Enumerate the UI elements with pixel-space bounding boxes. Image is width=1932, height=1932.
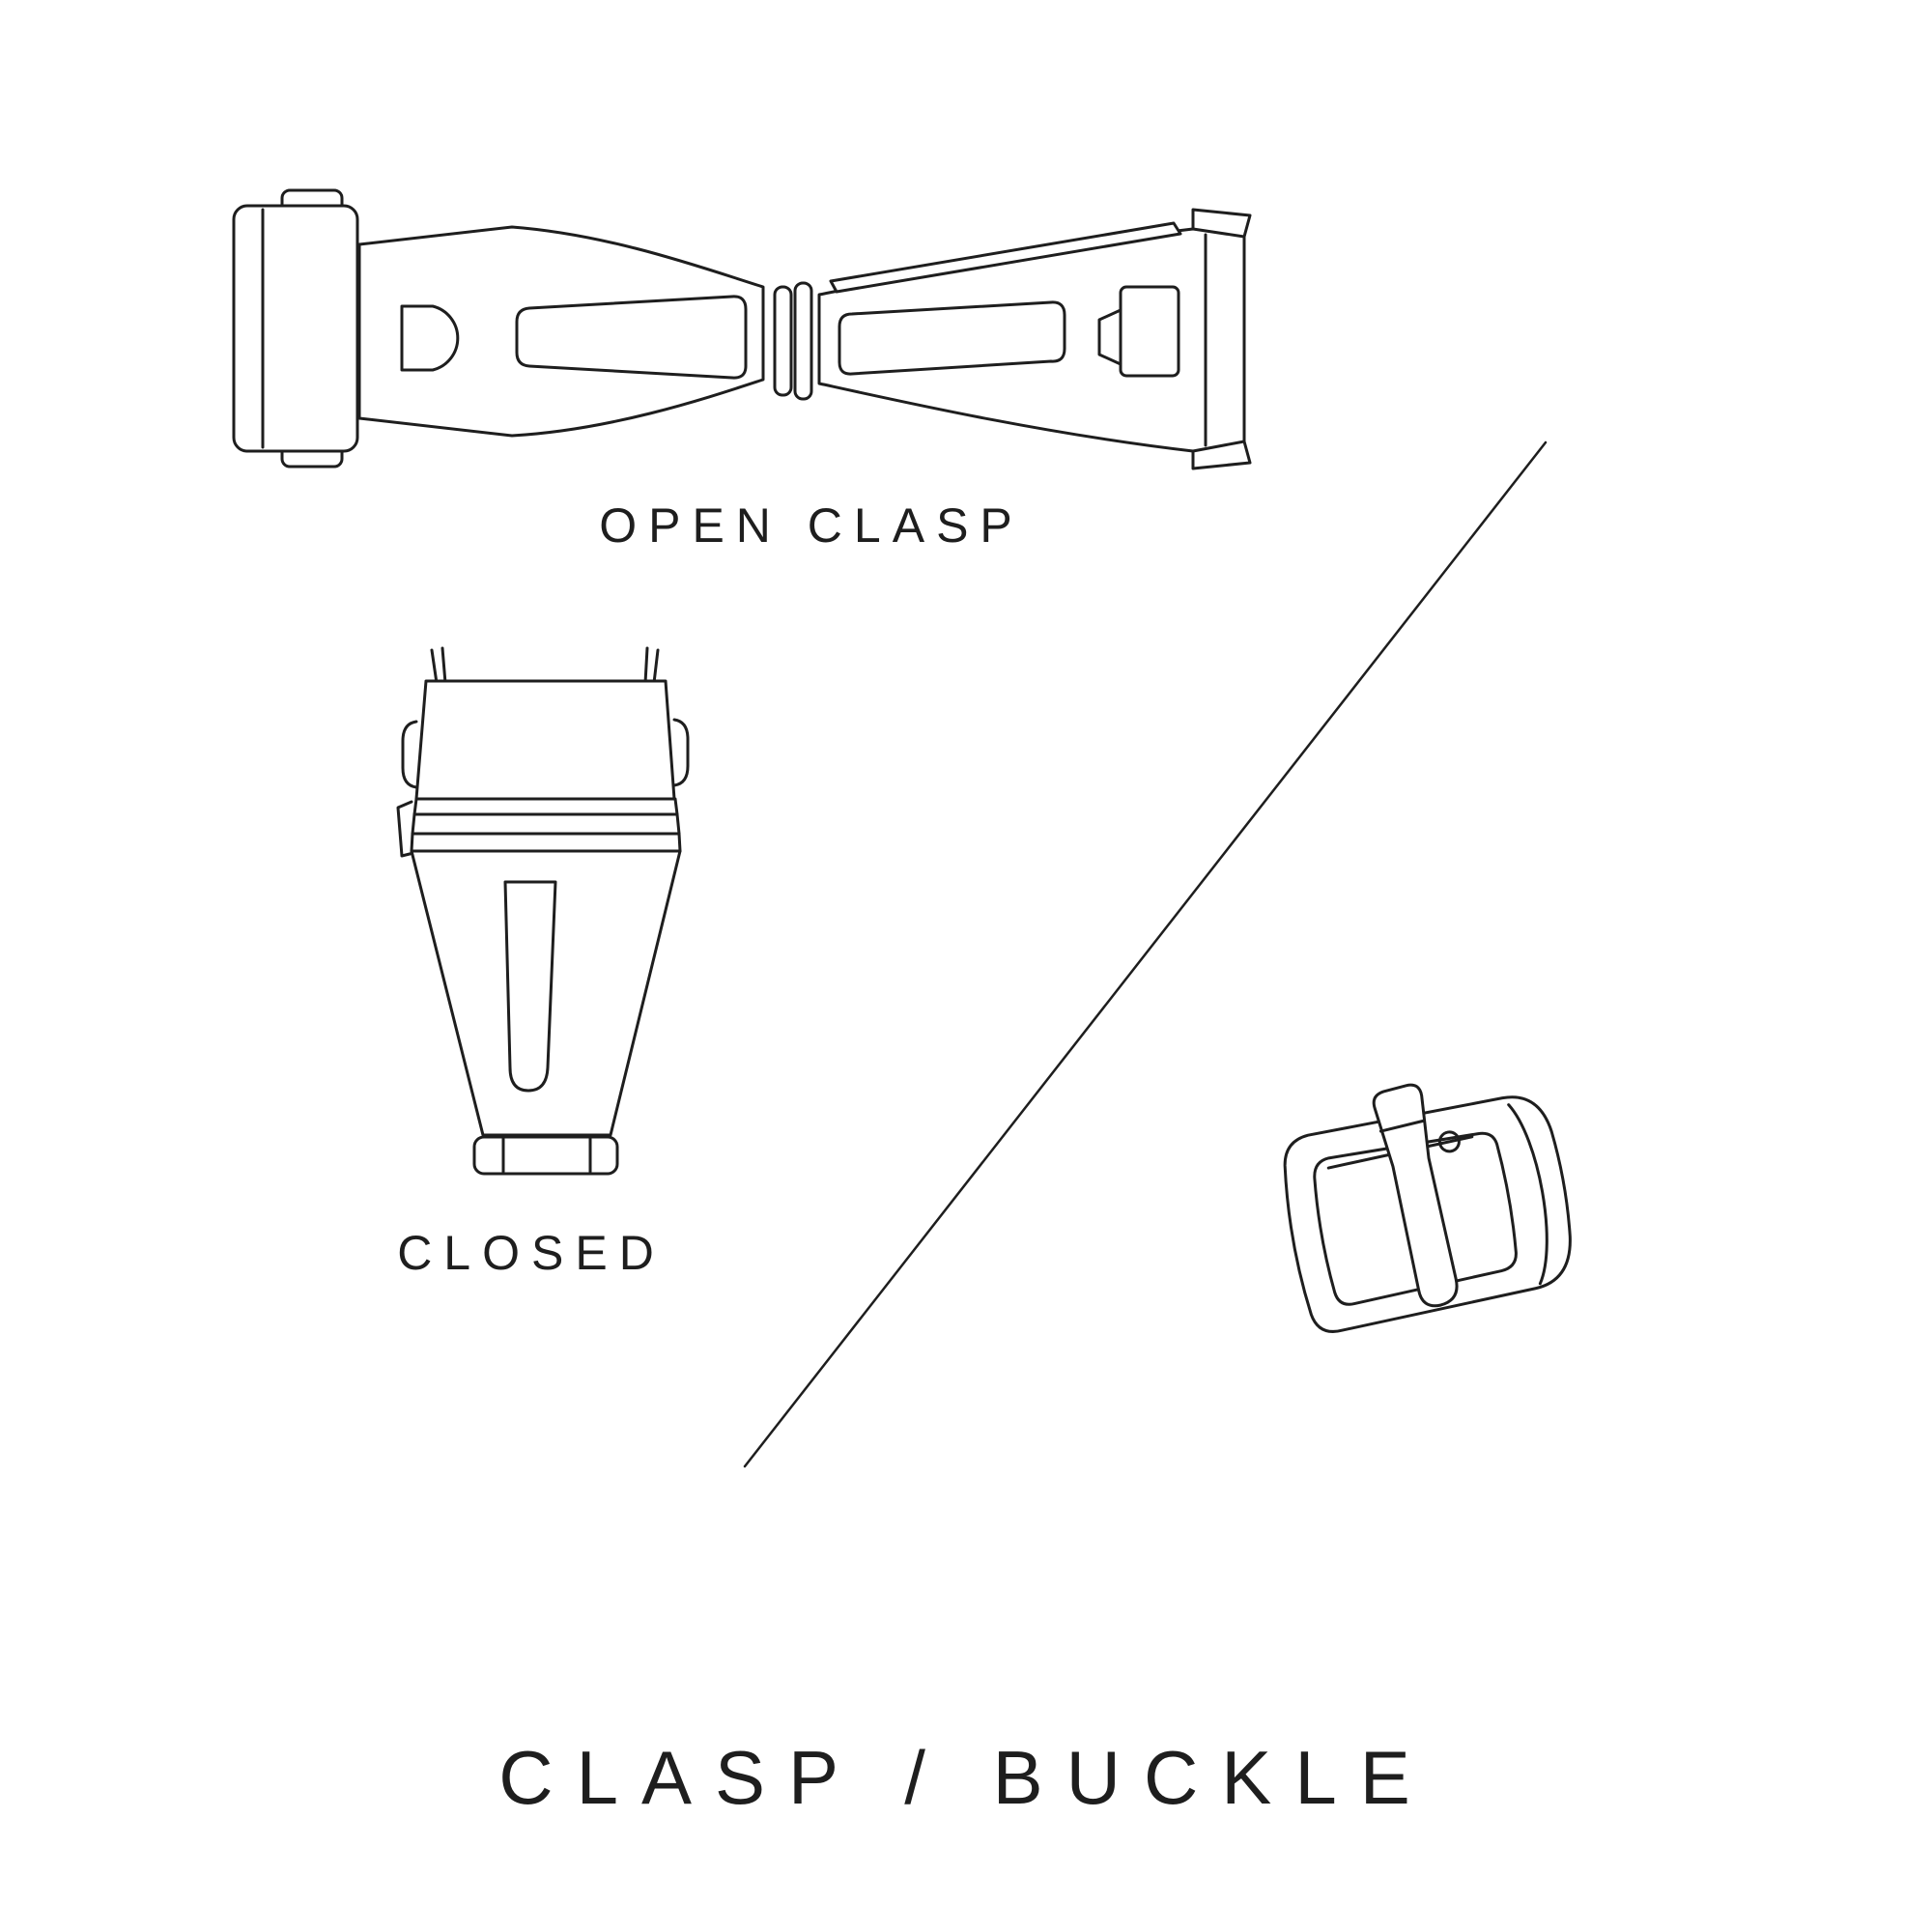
clasp-prongs	[430, 646, 660, 685]
clasp-left-arm	[357, 225, 765, 438]
tang-buckle-illustration	[1283, 1083, 1572, 1333]
clasp-center-hinge	[773, 281, 813, 401]
clasp-foot	[472, 1135, 619, 1176]
closed-clasp-illustration	[396, 646, 690, 1176]
clasp-roller-end	[232, 188, 359, 469]
open-clasp-illustration	[232, 188, 1252, 470]
closed-clasp-label: CLOSED	[397, 1226, 666, 1280]
buckle-tongue	[1372, 1083, 1459, 1308]
clasp-cover	[396, 679, 690, 858]
diagonal-divider-line	[743, 440, 1548, 1468]
clasp-body	[410, 849, 682, 1137]
clasp-right-arm	[817, 208, 1252, 470]
open-clasp-label: OPEN CLASP	[599, 498, 1024, 553]
diagram-title: CLASP / BUCKLE	[498, 1735, 1434, 1820]
